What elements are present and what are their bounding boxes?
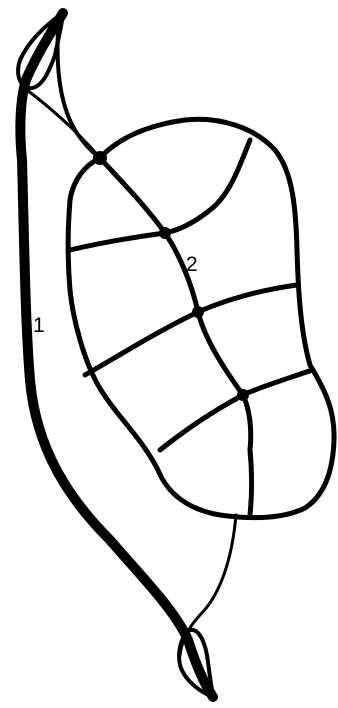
node-lower — [237, 389, 249, 401]
wall-diagonal-main — [100, 158, 251, 450]
wall-row-3-left — [160, 395, 243, 450]
label-2: 2 — [186, 253, 198, 276]
node-center — [192, 306, 204, 318]
wall-row-2-right — [198, 285, 297, 312]
wall-lower-vertical — [250, 450, 252, 515]
wall-row-2-left — [85, 312, 198, 375]
node-upper-left — [93, 151, 107, 165]
label-1: 1 — [33, 314, 45, 337]
wall-row-3 — [243, 370, 312, 395]
upper-stem — [58, 30, 100, 158]
wall-row-1 — [70, 233, 165, 250]
node-junction-2 — [159, 227, 171, 239]
wall-upper-vertical — [165, 140, 250, 233]
